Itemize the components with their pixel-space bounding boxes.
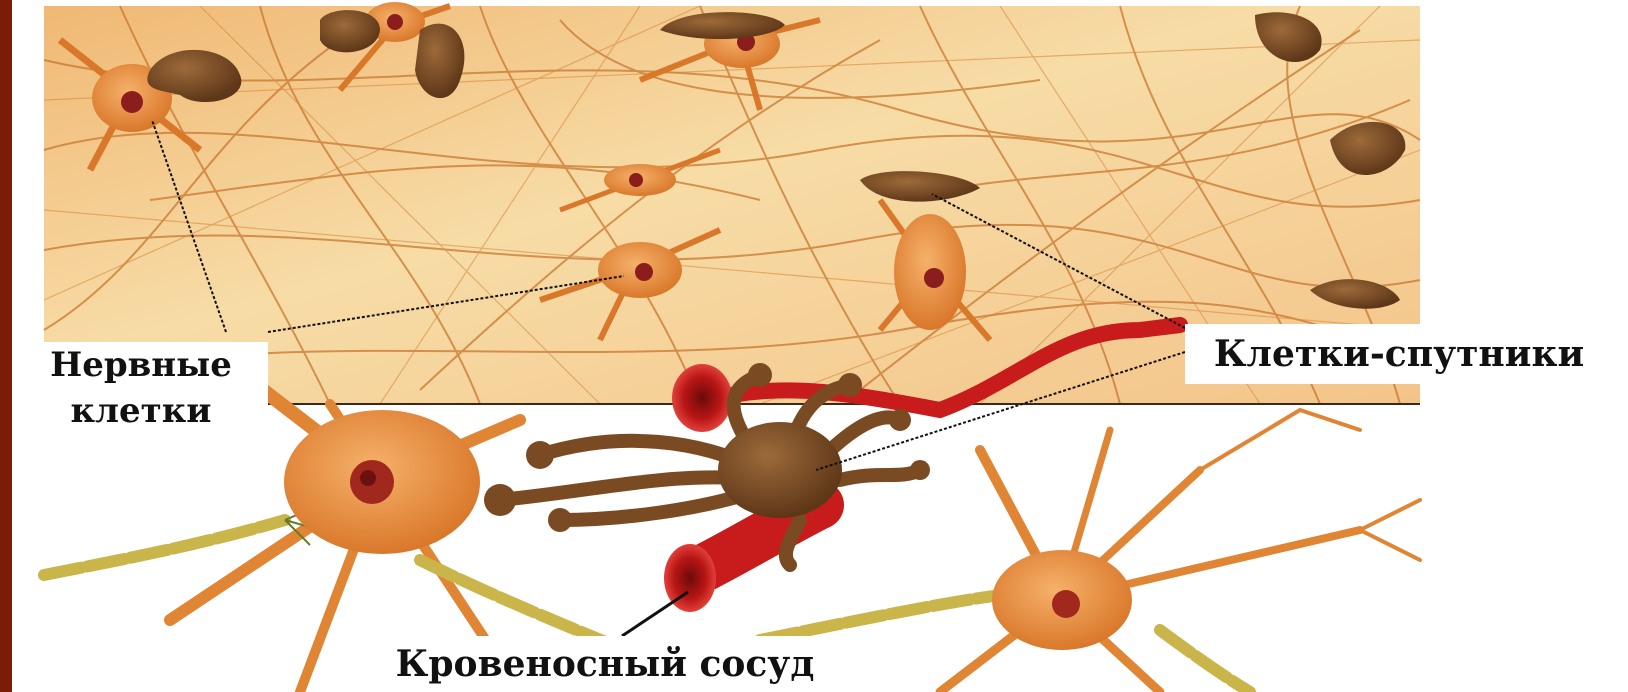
lower-neuron-left bbox=[284, 410, 480, 554]
nerve-cells-label-line2: клетки bbox=[14, 388, 268, 434]
satellite-cells-label: Клетки-спутники bbox=[1185, 324, 1613, 384]
nerve-cells-label: Нервные клетки bbox=[14, 342, 268, 442]
blood-vessel-label: Кровеносный сосуд bbox=[360, 636, 850, 692]
lower-neuron-right bbox=[992, 550, 1132, 650]
frame-stripe bbox=[0, 0, 12, 692]
nerve-cells-label-line1: Нервные bbox=[14, 342, 268, 388]
leader-line-vessel bbox=[622, 592, 688, 636]
